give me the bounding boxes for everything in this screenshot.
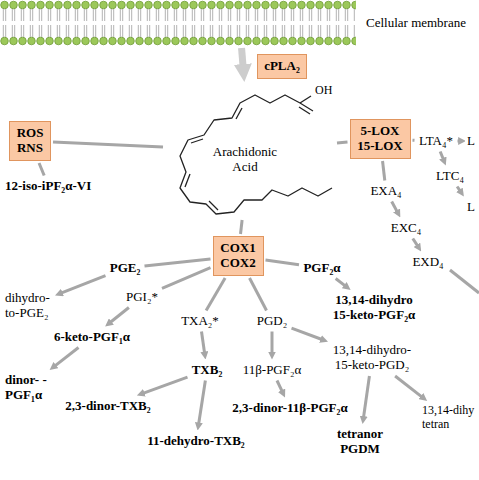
pathway-connector	[440, 152, 443, 160]
cell-membrane: Cellular membrane	[0, 0, 479, 46]
metabolite-label: PGE₂	[108, 260, 143, 277]
node-text: LTC₄	[436, 169, 464, 184]
metabolite-label: TXB₂	[190, 362, 225, 379]
node-text: EXC₄	[391, 221, 422, 236]
pathway-connector	[395, 376, 422, 397]
node-text: PGE₂	[110, 261, 141, 276]
node-text: PGI₂*	[126, 290, 158, 305]
pathway-connector	[39, 163, 44, 176]
node-text: LTA₄*	[419, 134, 454, 149]
metabolite-label: L	[465, 133, 477, 150]
node-text: 5-LOX 15-LOX	[357, 124, 404, 154]
metabolite-label: EXC₄	[389, 220, 424, 237]
node-text: 12-iso-iPF₂α-VI	[5, 179, 92, 194]
metabolite-label: TXA₂*	[179, 313, 221, 330]
metabolite-label: 2,3-dinor-11β-PGF₂α	[230, 400, 350, 417]
pathway-connector	[363, 376, 369, 418]
node-text: Arachidonic Acid	[212, 145, 278, 175]
node-text: 11-dehydro-TXB₂	[147, 434, 245, 449]
arachidonic-acid-formula	[180, 95, 332, 214]
metabolite-label: L	[465, 199, 477, 216]
metabolite-label: 2,3-dinor-TXB₂	[63, 398, 153, 415]
lipid-bilayer	[0, 0, 356, 46]
arachidonic-acid: Arachidonic Acid	[165, 84, 335, 218]
node-text: L	[467, 134, 475, 149]
metabolite-label: 11-dehydro-TXB₂	[145, 433, 247, 450]
atom-label: OH	[315, 84, 332, 98]
node-text: tetranor PGDM	[336, 427, 384, 457]
enzyme-box: cPLA₂	[257, 54, 307, 79]
metabolite-label: 11β-PGF₂α	[241, 362, 304, 379]
node-text: EXA₄	[370, 184, 402, 199]
pathway-line	[450, 270, 479, 293]
metabolite-label: EXD₄	[410, 254, 446, 271]
enzyme-box: ROS RNS	[9, 121, 51, 161]
node-text: 2,3-dinor-11β-PGF₂α	[232, 401, 348, 416]
pathway-connector	[383, 161, 385, 181]
pathway-connector	[53, 142, 163, 147]
node-text: 6-keto-PGF₁α	[54, 330, 131, 345]
pathway-connector	[413, 239, 418, 247]
metabolite-label: EXA₄	[368, 183, 404, 200]
pathway-connector	[202, 332, 205, 354]
node-text: 13,14-dihydro 15-keto-PGF₂α	[332, 293, 416, 323]
metabolite-label: 13,14-dihydro- 15-keto-PGD₂	[330, 342, 414, 374]
node-text: PGD₂	[257, 314, 288, 329]
node-text: 13,14-dihydro- 15-keto-PGD₂	[332, 343, 412, 373]
enzyme-box: 5-LOX 15-LOX	[350, 119, 411, 159]
metabolite-label: 12-iso-iPF₂α-VI	[3, 178, 94, 195]
node-text: 2,3-dinor-TXB₂	[65, 399, 151, 414]
metabolite-label: LTA₄*	[417, 133, 456, 150]
node-text: L	[467, 200, 475, 215]
metabolite-label: LTC₄	[434, 168, 466, 185]
node-text: TXA₂*	[181, 314, 219, 329]
metabolite-label: 6-keto-PGF₁α	[52, 329, 133, 346]
node-text: TXB₂	[192, 363, 223, 378]
pathway-connector	[413, 139, 415, 142]
pathway-connector	[199, 381, 206, 425]
node-text: EXD₄	[412, 255, 444, 270]
metabolite-label: tetranor PGDM	[334, 426, 386, 458]
pathway-connector	[110, 308, 129, 323]
metabolite-label: PGF₂α	[301, 260, 343, 277]
metabolite-label: 13,14-dihy tetran	[420, 403, 478, 433]
pathway-connector	[143, 377, 188, 393]
pathway-connector	[457, 187, 460, 192]
node-text: Cellular membrane	[366, 16, 466, 31]
pathway-connector	[241, 220, 243, 234]
pathway-connector	[145, 259, 211, 266]
pathway-connector	[337, 141, 348, 145]
pathway-connector	[392, 202, 398, 212]
enzyme-box: COX1 COX2	[213, 236, 264, 276]
metabolite-label: dinor- -PGF₁α	[3, 372, 50, 404]
pathway-connector	[292, 328, 322, 339]
pathway-connector	[271, 332, 274, 354]
pathway-connector	[266, 260, 300, 265]
metabolite-label: dihydro- to-PGE₂	[3, 290, 53, 322]
pathway-connector	[242, 48, 244, 68]
node-text: COX1 COX2	[220, 241, 257, 271]
metabolite-label: PGI₂*	[124, 289, 160, 306]
node-text: cPLA₂	[264, 59, 300, 74]
node-text: 11β-PGF₂α	[243, 363, 302, 378]
node-text: 13,14-dihy tetran	[422, 404, 476, 432]
pathway-connector	[162, 268, 211, 289]
metabolite-label: PGD₂	[255, 313, 290, 330]
node-text: dinor- -PGF₁α	[5, 373, 48, 403]
pathway-connector	[55, 348, 79, 367]
metabolite-label: 13,14-dihydro 15-keto-PGF₂α	[330, 292, 418, 324]
pathway-connector	[277, 381, 282, 392]
pathway-connector	[336, 279, 346, 287]
pathway-connector	[250, 278, 267, 311]
node-text: PGF₂α	[303, 261, 341, 276]
node-text: ROS RNS	[16, 126, 44, 156]
pathway-connector	[458, 140, 460, 143]
pathway-connector	[61, 276, 106, 293]
pathway-connector	[206, 278, 225, 311]
node-text: dihydro- to-PGE₂	[5, 291, 51, 321]
